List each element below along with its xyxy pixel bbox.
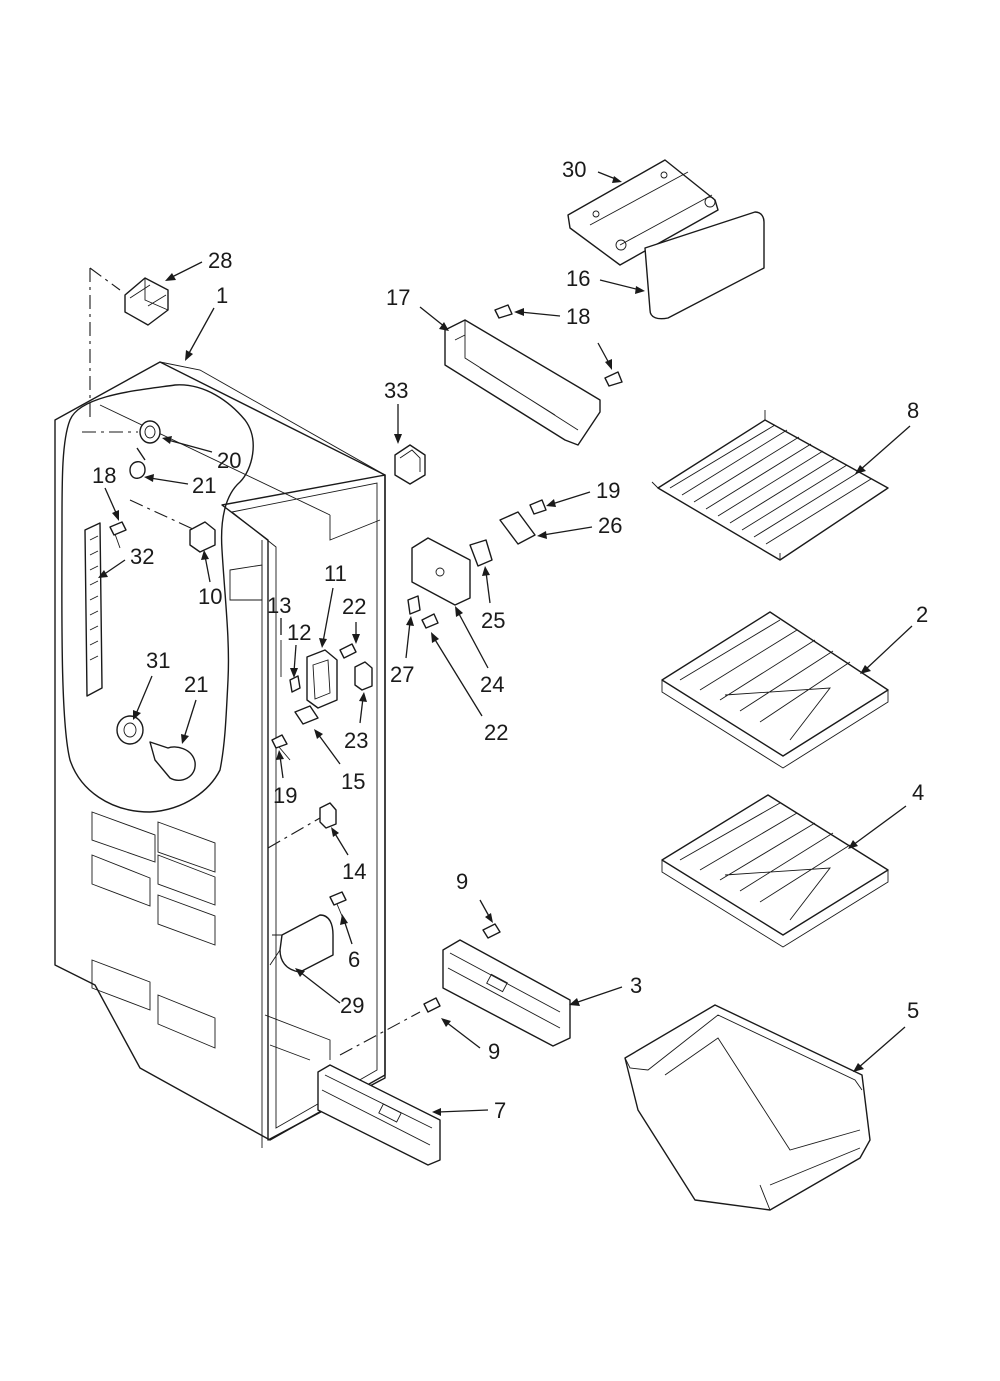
part-2-shelf	[661, 611, 889, 769]
callout-3: 3	[630, 973, 642, 998]
liner-part	[54, 361, 386, 1148]
part-3-rail	[442, 939, 571, 1047]
part-31-socket	[116, 715, 144, 745]
callout-28: 28	[208, 248, 232, 273]
part-33-clip	[394, 444, 426, 485]
callout-9-lower: 9	[488, 1039, 500, 1064]
callout-12: 12	[287, 620, 311, 645]
callout-5: 5	[907, 998, 919, 1023]
callout-14: 14	[342, 859, 366, 884]
callout-25: 25	[481, 608, 505, 633]
part-6-screw	[329, 891, 347, 917]
part-20-socket	[139, 420, 161, 444]
callout-22-upper: 22	[342, 594, 366, 619]
part-19-screw-left	[271, 734, 291, 761]
callout-16: 16	[566, 266, 590, 291]
part-32-strip	[84, 522, 103, 697]
part-18-screw-left	[109, 521, 127, 549]
part-30-cover	[567, 159, 719, 266]
callout-29: 29	[340, 993, 364, 1018]
callout-21-lower: 21	[184, 672, 208, 697]
part-19-screw-right	[529, 499, 547, 515]
part-5-bin	[624, 1004, 871, 1211]
part-21-bulb-lower	[149, 741, 196, 781]
callout-26: 26	[598, 513, 622, 538]
part-28-leader-dash	[89, 267, 121, 291]
part-15-board	[294, 705, 319, 725]
part-29-cover	[269, 914, 334, 973]
callout-10: 10	[198, 584, 222, 609]
part-10-dash	[129, 499, 196, 531]
callout-18-upper: 18	[566, 304, 590, 329]
part-4-shelf	[661, 794, 889, 948]
callout-33: 33	[384, 378, 408, 403]
callout-30: 30	[562, 157, 586, 182]
part-18-screw-top	[494, 304, 623, 387]
callout-11: 11	[324, 561, 347, 586]
callout-21-upper: 21	[192, 473, 216, 498]
callout-22-lower: 22	[484, 720, 508, 745]
callout-lines	[98, 171, 913, 1116]
callout-24: 24	[480, 672, 504, 697]
callout-31: 31	[146, 648, 170, 673]
callout-18-left: 18	[92, 463, 116, 488]
callout-7: 7	[494, 1098, 506, 1123]
callout-labels: 30 16 28 1 17 18 33 8 20 18 21 19 26 32 …	[92, 157, 928, 1123]
part-17-housing	[444, 319, 601, 446]
part-21-bulb-upper	[129, 447, 146, 479]
part-14-switch	[319, 802, 337, 829]
callout-2: 2	[916, 602, 928, 627]
part-9-lower-dash	[339, 1011, 421, 1056]
callout-9-upper: 9	[456, 869, 468, 894]
callout-6: 6	[348, 947, 360, 972]
part-24-control-housing	[411, 537, 471, 606]
callout-27: 27	[390, 662, 414, 687]
part-11-housing	[306, 649, 338, 709]
callout-17: 17	[386, 285, 410, 310]
part-12-clip	[289, 675, 301, 693]
part-7-rail	[317, 1064, 441, 1166]
callout-23: 23	[344, 728, 368, 753]
part-16-panel	[644, 211, 765, 320]
part-22-screw-right	[421, 613, 439, 629]
part-9-screw-lower	[423, 997, 441, 1013]
part-28-clip	[124, 277, 169, 326]
callout-20: 20	[217, 448, 241, 473]
callout-19-lower: 19	[273, 783, 297, 808]
part-10-bracket	[189, 521, 216, 553]
part-27-knob	[407, 595, 421, 615]
callout-4: 4	[912, 780, 924, 805]
callout-8: 8	[907, 398, 919, 423]
part-14-dash	[267, 817, 321, 849]
callout-32: 32	[130, 544, 154, 569]
part-9-screw-upper	[482, 923, 501, 939]
part-23-bracket	[354, 661, 373, 691]
part-22-screw-center	[339, 643, 357, 659]
callout-13: 13	[267, 593, 291, 618]
callout-15: 15	[341, 769, 365, 794]
callout-1: 1	[216, 283, 228, 308]
part-8-shelf	[651, 410, 889, 561]
part-25-bracket	[469, 539, 493, 567]
part-26-bracket	[499, 511, 536, 545]
callout-19-upper: 19	[596, 478, 620, 503]
